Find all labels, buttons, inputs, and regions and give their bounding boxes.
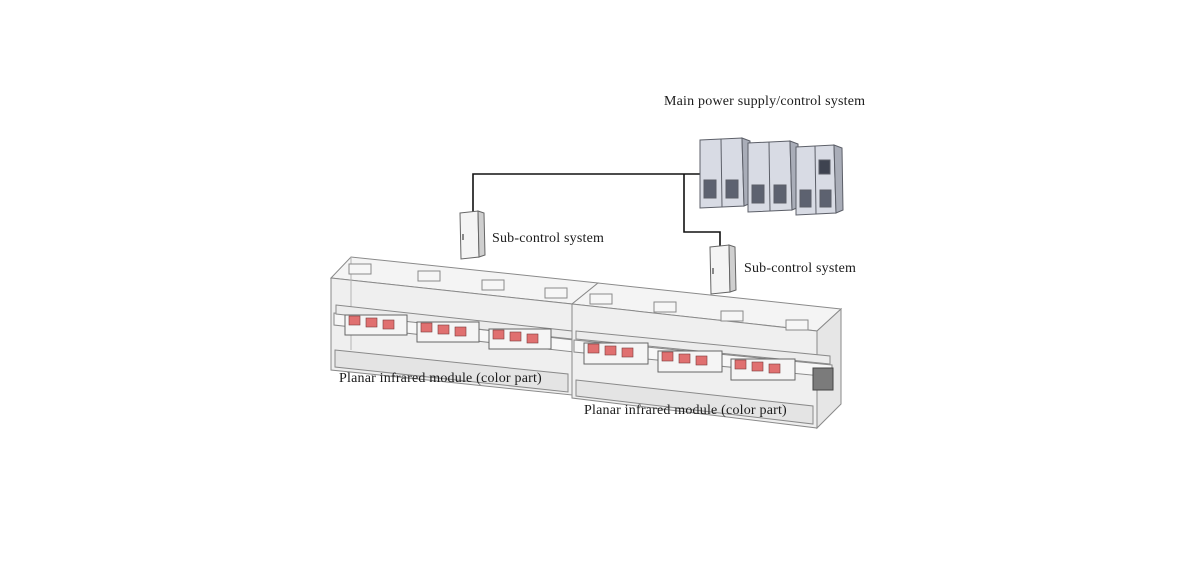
wire-to-sub-control-right: [683, 174, 721, 246]
cabinet-group-3: [795, 144, 844, 216]
sub-control-label-right: Sub-control system: [744, 261, 857, 276]
housing-right-floor: [575, 379, 814, 425]
furnace-module-right: [570, 282, 843, 430]
main-power-cabinets: [699, 137, 844, 216]
furnace-module-left: [329, 256, 600, 396]
housing-left-floor: [334, 349, 569, 393]
wire-to-sub-control-left: [472, 173, 700, 212]
sub-control-label-left: Sub-control system: [492, 231, 605, 246]
main-power-label: Main power supply/control system: [664, 94, 866, 109]
module-label-right: Planar infrared module (color part): [584, 403, 787, 418]
sub-control-cabinet-left: [459, 210, 486, 260]
sub-control-cabinet-right: [709, 244, 737, 295]
cabinet-group-2: [747, 140, 800, 213]
cabinet-group-1: [699, 137, 752, 209]
wiring: [472, 173, 721, 246]
module-label-left: Planar infrared module (color part): [339, 371, 542, 386]
